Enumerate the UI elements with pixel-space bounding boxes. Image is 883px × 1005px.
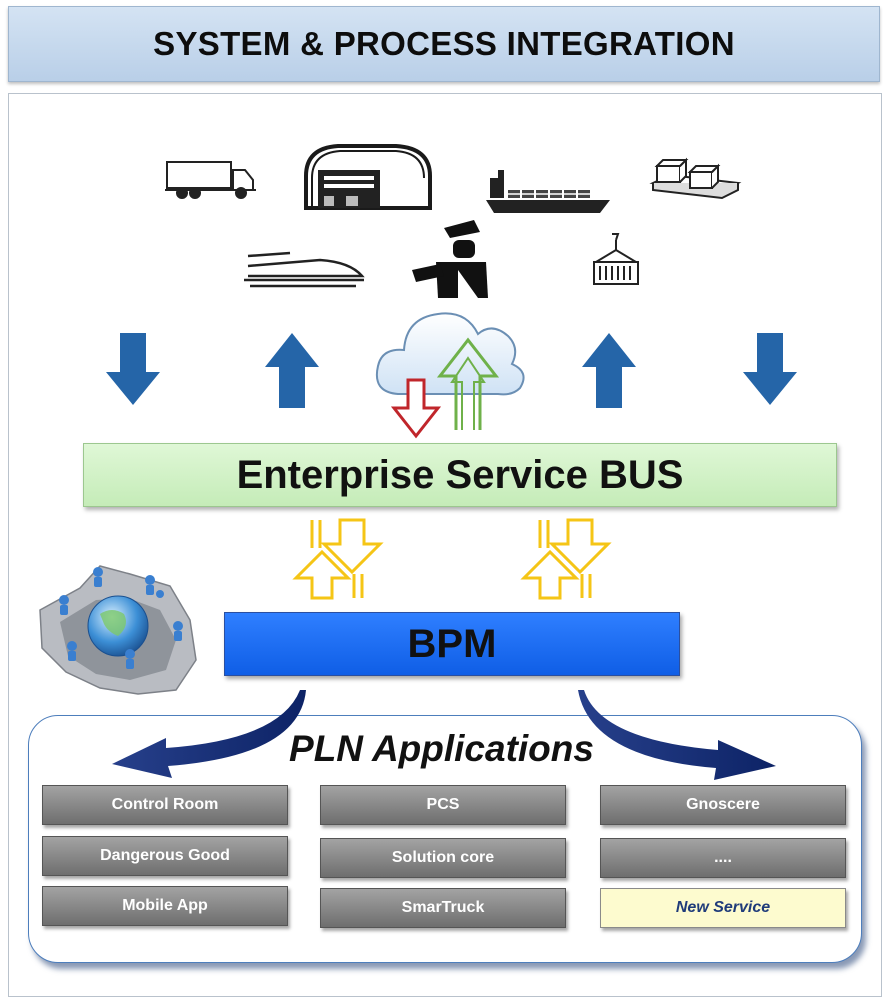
up-arrow-left	[265, 333, 319, 408]
app-gnoscere[interactable]: Gnoscere	[600, 785, 846, 825]
cloud-upload-arrow	[436, 337, 500, 430]
cloud-icon	[376, 312, 525, 396]
down-arrow-left	[106, 333, 160, 405]
customs-officer-icon	[412, 220, 488, 298]
up-arrow-right	[582, 333, 636, 408]
enterprise-service-bus: Enterprise Service BUS	[83, 443, 837, 507]
applications-title: PLN Applications	[289, 728, 594, 769]
exchange-arrows-right	[520, 518, 612, 600]
cargo-ship-icon	[486, 170, 610, 213]
down-arrow-right	[743, 333, 797, 405]
exchange-arrows-left	[292, 518, 384, 600]
high-speed-train-icon	[244, 251, 365, 288]
app-control-room[interactable]: Control Room	[42, 785, 288, 825]
network-globe-icon	[39, 565, 197, 695]
cloud-download-arrow	[390, 378, 442, 439]
curved-arrow-right	[578, 690, 776, 780]
app-pcs[interactable]: PCS	[320, 785, 566, 825]
bpm-box: BPM	[224, 612, 680, 676]
bpm-label: BPM	[407, 621, 497, 666]
truck-icon	[165, 161, 256, 199]
esb-label: Enterprise Service BUS	[236, 452, 684, 497]
title-bar: SYSTEM & PROCESS INTEGRATION	[8, 6, 880, 82]
curved-arrow-left	[112, 690, 306, 778]
page-title: SYSTEM & PROCESS INTEGRATION	[153, 25, 735, 62]
app-smartruck[interactable]: SmarTruck	[320, 888, 566, 928]
app-mobile-app[interactable]: Mobile App	[42, 886, 288, 926]
conveyor-boxes-icon	[649, 157, 742, 200]
app-new-service[interactable]: New Service	[600, 888, 846, 928]
app-solution-core[interactable]: Solution core	[320, 838, 566, 878]
warehouse-icon	[304, 144, 432, 210]
container-crane-icon	[593, 233, 639, 285]
app-dangerous-good[interactable]: Dangerous Good	[42, 836, 288, 876]
app-more[interactable]: ....	[600, 838, 846, 878]
